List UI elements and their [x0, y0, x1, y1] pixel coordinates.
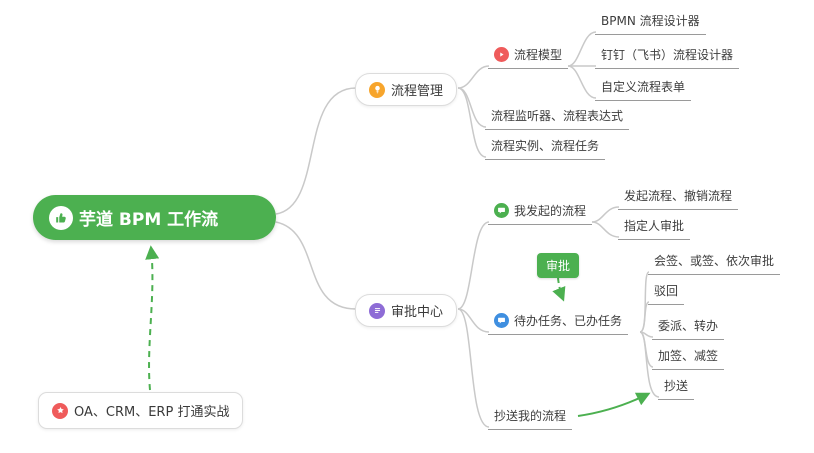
node-oa-crm-erp[interactable]: OA、CRM、ERP 打通实战 — [38, 392, 244, 429]
root-label: 芋道 BPM 工作流 — [79, 210, 219, 230]
node-todo-done-tasks[interactable]: 待办任务、已办任务 — [488, 309, 629, 335]
node-approval-center[interactable]: 审批中心 — [355, 294, 458, 327]
node-delegate-transfer[interactable]: 委派、转办 — [652, 314, 725, 340]
root-node-bpm-workflow[interactable]: 芋道 BPM 工作流 — [33, 195, 276, 240]
node-label: 待办任务、已办任务 — [514, 314, 623, 328]
node-process-management[interactable]: 流程管理 — [355, 73, 458, 106]
node-label: 会签、或签、依次审批 — [654, 254, 775, 268]
node-listener-expression[interactable]: 流程监听器、流程表达式 — [485, 104, 630, 130]
node-cc-my-process[interactable]: 抄送我的流程 — [488, 404, 573, 430]
star-icon — [52, 402, 68, 419]
thumbs-up-icon — [49, 205, 73, 230]
node-label: 审批中心 — [391, 305, 444, 320]
node-dingtalk-feishu-designer[interactable]: 钉钉（飞书）流程设计器 — [595, 43, 740, 69]
node-countersign-orsign-sequential[interactable]: 会签、或签、依次审批 — [648, 249, 781, 275]
node-label: 流程实例、流程任务 — [491, 139, 600, 153]
node-initiate-cancel-process[interactable]: 发起流程、撤销流程 — [618, 184, 739, 210]
node-label: OA、CRM、ERP 打通实战 — [74, 405, 230, 420]
node-label: 加签、减签 — [658, 349, 719, 363]
node-add-reduce-sign[interactable]: 加签、减签 — [652, 344, 725, 370]
node-label: BPMN 流程设计器 — [601, 14, 700, 28]
node-label: 自定义流程表单 — [601, 80, 686, 94]
approval-badge[interactable]: 审批 — [537, 253, 580, 278]
arrow-ccmyprocess-to-cc — [577, 392, 651, 417]
node-reject[interactable]: 驳回 — [648, 279, 685, 305]
list-icon — [369, 302, 385, 319]
node-label: 驳回 — [654, 284, 679, 298]
node-label: 流程监听器、流程表达式 — [491, 109, 624, 123]
node-custom-form[interactable]: 自定义流程表单 — [595, 75, 692, 101]
node-label: 流程管理 — [391, 84, 444, 99]
arrow-approval-to-todo — [552, 277, 566, 302]
node-label: 抄送我的流程 — [494, 409, 567, 423]
node-label: 指定人审批 — [624, 219, 685, 233]
node-process-model[interactable]: 流程模型 — [488, 43, 569, 69]
lightbulb-icon — [369, 81, 385, 98]
chat-icon — [494, 203, 509, 218]
node-label: 我发起的流程 — [514, 204, 587, 218]
node-label: 流程模型 — [514, 48, 563, 62]
play-icon — [494, 47, 509, 62]
node-assignee-approval[interactable]: 指定人审批 — [618, 214, 691, 240]
chat-icon — [494, 313, 509, 328]
node-label: 抄送 — [664, 379, 689, 393]
node-label: 委派、转办 — [658, 319, 719, 333]
node-label: 钉钉（飞书）流程设计器 — [601, 48, 734, 62]
node-label: 发起流程、撤销流程 — [624, 189, 733, 203]
node-cc[interactable]: 抄送 — [658, 374, 695, 400]
arrow-oa-to-root — [145, 245, 160, 391]
node-bpmn-designer[interactable]: BPMN 流程设计器 — [595, 9, 706, 35]
badge-label: 审批 — [546, 259, 571, 273]
node-instance-task[interactable]: 流程实例、流程任务 — [485, 134, 606, 160]
node-my-initiated-process[interactable]: 我发起的流程 — [488, 199, 593, 225]
